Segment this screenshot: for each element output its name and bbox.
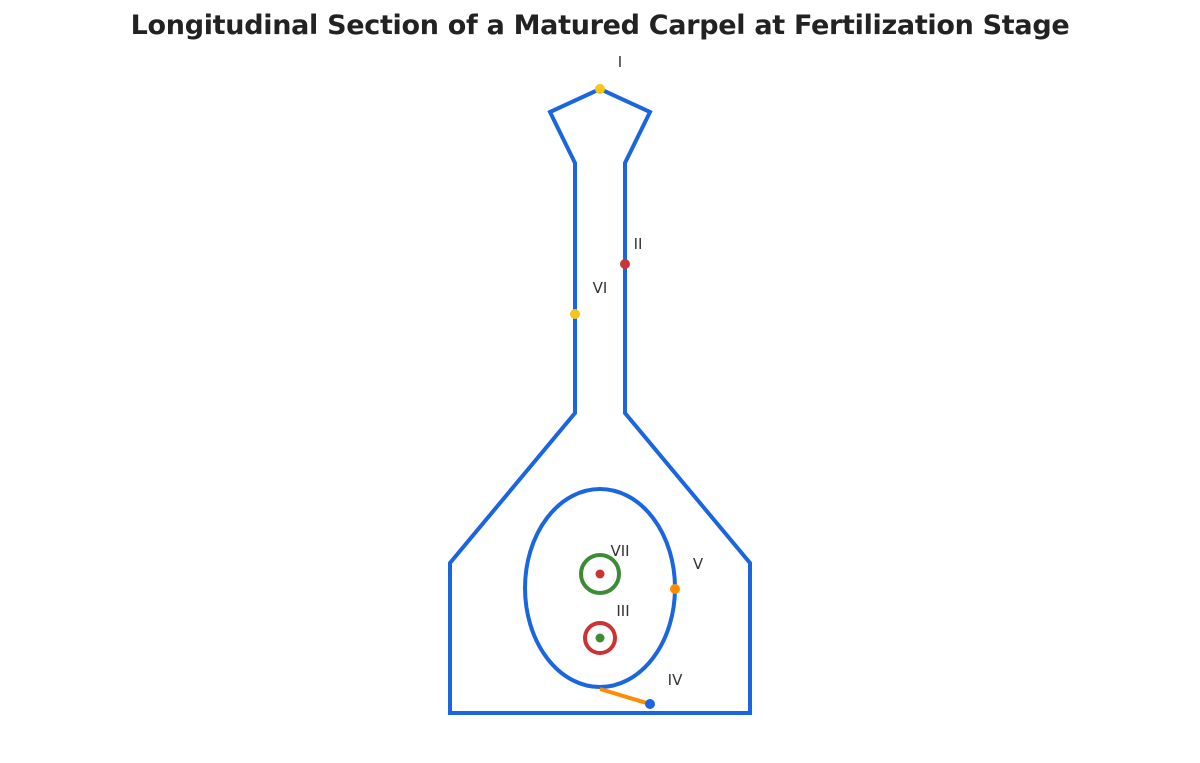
marker-III-center xyxy=(595,633,605,643)
funicle-line xyxy=(599,687,651,706)
label-IV: IV xyxy=(668,671,683,689)
marker-V-dot xyxy=(670,584,680,594)
label-I: I xyxy=(618,53,622,71)
marker-II-dot xyxy=(620,259,630,269)
marker-VII-center xyxy=(595,569,605,579)
diagram-title: Longitudinal Section of a Matured Carpel… xyxy=(130,10,1070,41)
label-III: III xyxy=(616,602,629,620)
label-V: V xyxy=(693,555,704,573)
marker-VI-dot xyxy=(570,309,580,319)
marker-III-ring xyxy=(583,621,617,655)
carpel-outline xyxy=(448,86,752,715)
funicle-attachment-dot xyxy=(645,699,655,709)
ovule-outline xyxy=(523,487,677,689)
label-VII: VII xyxy=(610,542,629,560)
marker-VII-ring xyxy=(579,553,621,595)
label-II: II xyxy=(634,235,643,253)
label-VI: VI xyxy=(593,279,608,297)
marker-I-dot xyxy=(595,84,605,94)
